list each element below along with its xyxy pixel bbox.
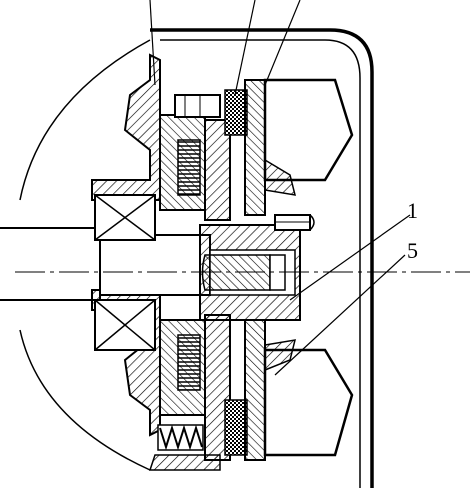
bearing-bottom	[94, 299, 156, 351]
top-screw	[174, 94, 221, 118]
shaft	[0, 39, 211, 471]
leader-lines	[149, 0, 411, 376]
coil-bottom	[159, 319, 206, 416]
brake-plate	[244, 79, 266, 461]
fan-blades	[263, 78, 354, 457]
coil-top	[159, 114, 206, 211]
retaining-screw	[274, 214, 315, 231]
compression-spring	[157, 424, 204, 451]
callout-label-1: 1	[407, 198, 418, 223]
housing-cover	[150, 28, 374, 488]
callout-label-5: 5	[407, 238, 418, 263]
bearing-top	[94, 194, 156, 241]
